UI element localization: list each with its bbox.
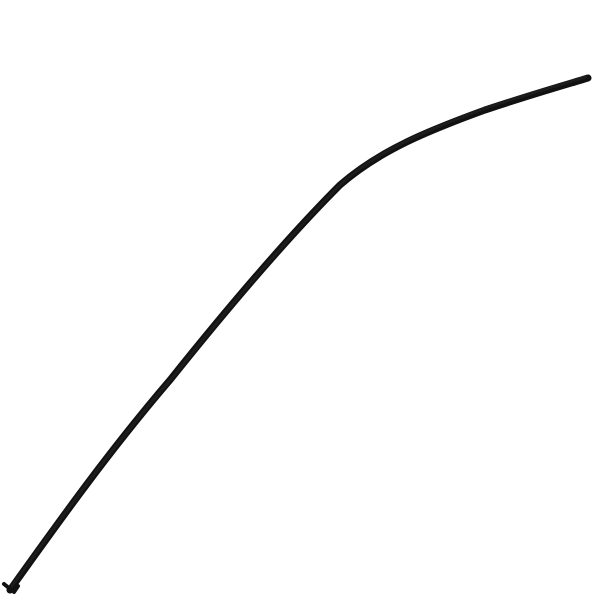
curved-stroke-highlight (10, 75, 588, 588)
curved-stroke-outline (6, 74, 592, 594)
stroke-end-mark (2, 582, 20, 594)
